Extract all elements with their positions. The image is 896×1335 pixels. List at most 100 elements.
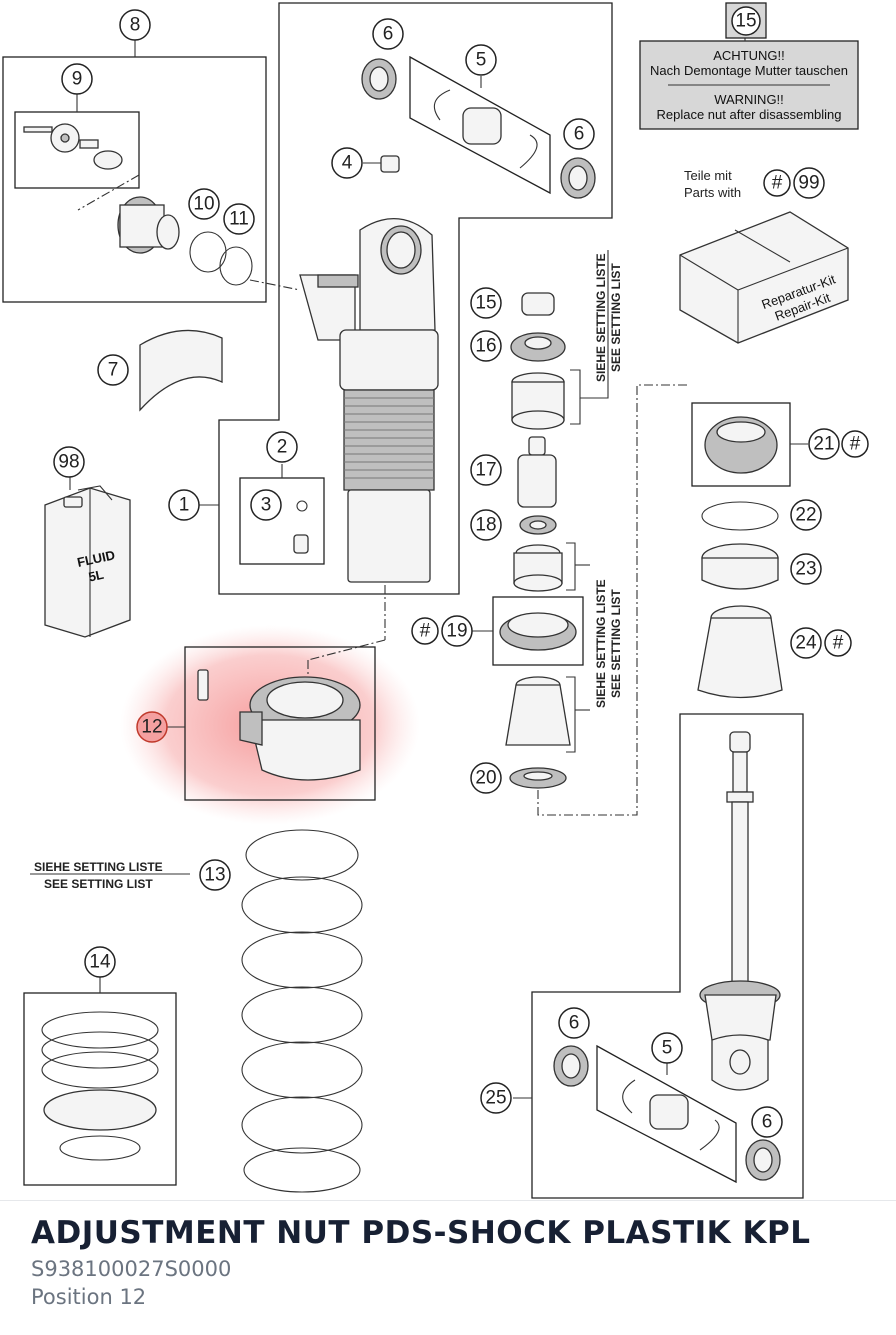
svg-text:21: 21 (813, 434, 834, 455)
callout-hash[interactable]: # (763, 169, 791, 197)
setting-list-a-line-1: SIEHE SETTING LISTE (594, 253, 608, 382)
parts-with-line-1: Teile mit (684, 168, 732, 183)
svg-text:#: # (833, 633, 844, 654)
callout-16[interactable]: 16 (470, 330, 502, 362)
svg-text:15: 15 (735, 11, 756, 32)
svg-text:7: 7 (108, 360, 119, 381)
group-box-14 (23, 992, 177, 1186)
callout-22[interactable]: 22 (790, 499, 822, 531)
callout-18[interactable]: 18 (470, 509, 502, 541)
warning-line-4: Replace nut after disassembling (657, 107, 842, 122)
svg-text:14: 14 (89, 952, 111, 973)
callout-1[interactable]: 1 (168, 489, 200, 521)
callout-98[interactable]: 98 (53, 446, 85, 478)
svg-text:#: # (772, 173, 783, 194)
setting-list-c-line-1: SIEHE SETTING LISTE (34, 860, 163, 874)
callout-23[interactable]: 23 (790, 553, 822, 585)
part-caption: ADJUSTMENT NUT PDS-SHOCK PLASTIK KPL S93… (0, 1200, 896, 1335)
setting-list-b-line-1: SIEHE SETTING LISTE (594, 579, 608, 708)
part-position: Position 12 (31, 1285, 147, 1309)
svg-text:22: 22 (795, 505, 816, 526)
callout-21[interactable]: 21 (808, 428, 840, 460)
svg-text:18: 18 (475, 515, 496, 536)
callout-11[interactable]: 11 (223, 203, 255, 235)
svg-text:11: 11 (229, 209, 249, 230)
svg-text:99: 99 (798, 173, 819, 194)
callout-9[interactable]: 9 (61, 63, 93, 95)
svg-text:3: 3 (261, 495, 272, 516)
callout-17[interactable]: 17 (470, 454, 502, 486)
group-box-2 (239, 477, 325, 565)
callout-19[interactable]: 19 (441, 615, 473, 647)
main-spring-13 (241, 829, 363, 1193)
svg-text:6: 6 (762, 1112, 773, 1133)
group-box-25 (531, 713, 804, 1199)
callout-7[interactable]: 7 (97, 354, 129, 386)
callout-2[interactable]: 2 (266, 431, 298, 463)
svg-text:9: 9 (72, 69, 83, 90)
callout-13[interactable]: 13 (199, 859, 231, 891)
svg-text:6: 6 (574, 124, 585, 145)
svg-text:2: 2 (277, 437, 288, 458)
callout-12[interactable]: 12 (136, 711, 168, 743)
group-box-1 (218, 2, 613, 595)
svg-text:#: # (420, 621, 431, 642)
callout-21-hash[interactable]: # (841, 430, 869, 458)
svg-text:13: 13 (204, 865, 225, 886)
svg-text:15: 15 (475, 293, 496, 314)
warning-line-1: ACHTUNG!! (713, 48, 785, 63)
svg-text:98: 98 (58, 452, 79, 473)
callout-24[interactable]: 24 (790, 627, 822, 659)
callout-20[interactable]: 20 (470, 762, 502, 794)
svg-text:1: 1 (179, 495, 190, 516)
svg-text:4: 4 (342, 153, 353, 174)
svg-text:6: 6 (383, 24, 394, 45)
callout-3[interactable]: 3 (250, 489, 282, 521)
svg-text:23: 23 (795, 559, 816, 580)
svg-text:5: 5 (476, 50, 487, 71)
part-12-box (184, 646, 376, 801)
callout-25[interactable]: 25 (480, 1082, 512, 1114)
svg-text:12: 12 (141, 717, 162, 738)
svg-text:25: 25 (485, 1088, 506, 1109)
callout-6-bottom-right[interactable]: 6 (751, 1106, 783, 1138)
thread-lines (344, 397, 434, 479)
group-box-5-top (409, 55, 551, 195)
svg-text:20: 20 (475, 768, 496, 789)
callout-14[interactable]: 14 (84, 946, 116, 978)
callout-8[interactable]: 8 (119, 9, 151, 41)
setting-list-c-line-2: SEE SETTING LIST (44, 877, 153, 891)
parts-with-line-2: Parts with (684, 185, 741, 200)
svg-text:5: 5 (662, 1038, 673, 1059)
svg-text:24: 24 (795, 633, 817, 654)
repair-kit-box (679, 211, 849, 344)
callout-6-top-left[interactable]: 6 (372, 18, 404, 50)
exploded-parts-diagram: ACHTUNG!! Nach Demontage Mutter tauschen… (2, 2, 869, 1199)
callout-15-warning[interactable]: 15 (725, 2, 767, 39)
callout-6-top-right[interactable]: 6 (563, 118, 595, 150)
callout-6-bottom-left[interactable]: 6 (558, 1007, 590, 1039)
setting-list-b-line-2: SEE SETTING LIST (609, 589, 623, 698)
setting-list-a-line-2: SEE SETTING LIST (609, 263, 623, 372)
callout-24-hash[interactable]: # (824, 629, 852, 657)
fluid-can-line-2: 5L (87, 567, 105, 585)
callout-4[interactable]: 4 (331, 147, 363, 179)
warning-line-3: WARNING!! (714, 92, 784, 107)
callout-5-top[interactable]: 5 (465, 44, 497, 76)
callout-19-hash[interactable]: # (411, 617, 439, 645)
callout-99[interactable]: 99 (793, 167, 825, 199)
callout-5-bottom[interactable]: 5 (651, 1032, 683, 1064)
warning-line-2: Nach Demontage Mutter tauschen (650, 63, 848, 78)
svg-text:19: 19 (446, 621, 467, 642)
svg-text:17: 17 (475, 460, 496, 481)
sleeve-part-7 (139, 329, 223, 412)
svg-text:6: 6 (569, 1013, 580, 1034)
callout-10[interactable]: 10 (188, 188, 220, 220)
part-title: ADJUSTMENT NUT PDS-SHOCK PLASTIK KPL (31, 1215, 811, 1251)
callout-15[interactable]: 15 (470, 287, 502, 319)
svg-text:10: 10 (193, 194, 214, 215)
svg-text:8: 8 (130, 15, 141, 36)
group-box-9 (14, 111, 140, 189)
group-box-8 (2, 56, 267, 303)
part-number[interactable]: S938100027S0000 (31, 1257, 232, 1281)
